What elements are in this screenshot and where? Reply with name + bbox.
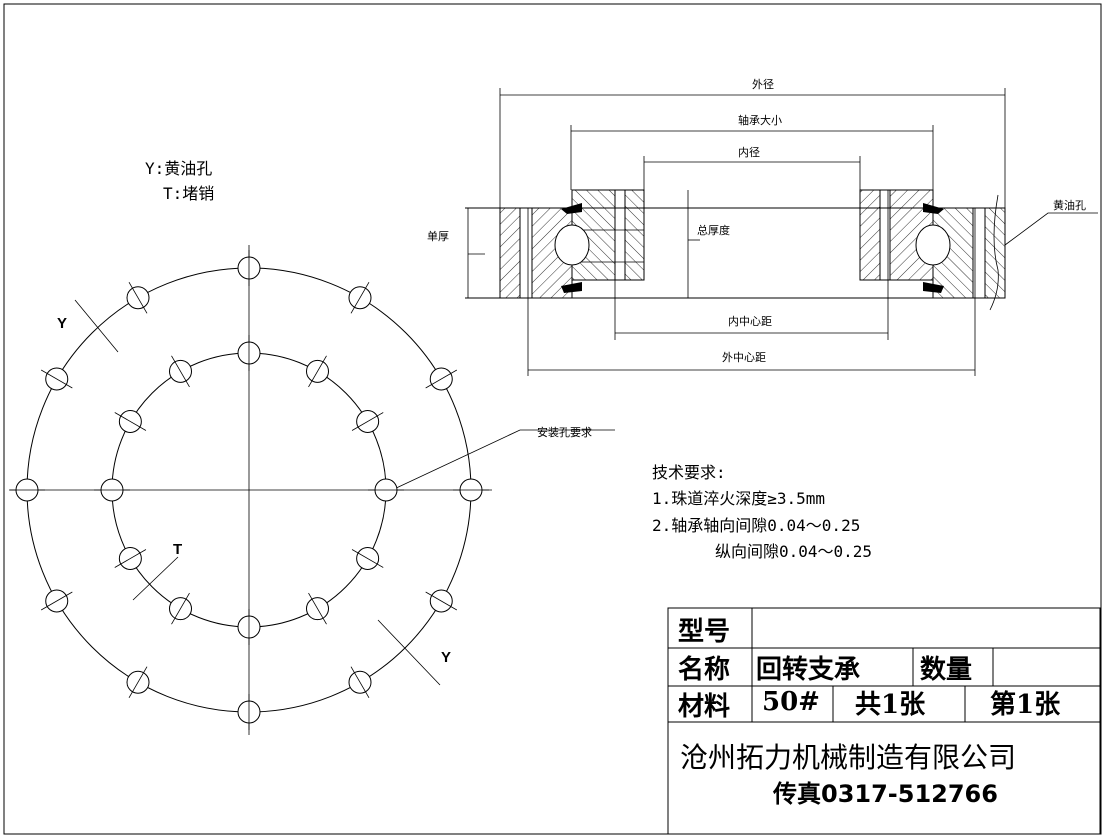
name-label: 名称 — [678, 654, 730, 685]
dim-inner-center-distance: 内中心距 — [728, 314, 772, 328]
sheet-number: 第1张 — [990, 689, 1061, 720]
tech-req-line1: 1.珠道淬火深度≥3.5mm — [652, 489, 825, 508]
section-view — [465, 88, 1098, 376]
inner-bolt-hole-centerline — [308, 592, 327, 625]
company-name: 沧州拓力机械制造有限公司 — [680, 741, 1016, 774]
plan-view — [9, 245, 615, 735]
title-block — [667, 607, 1101, 835]
fax-number: 传真0317-512766 — [772, 780, 998, 808]
inner-bolt-hole-centerline — [114, 412, 147, 431]
y-marker-line-top — [74, 299, 119, 353]
dimension-lines — [467, 88, 1098, 376]
outer-bolt-hole-centerline — [128, 666, 148, 699]
tech-req-line3: 纵向间隙0.04～0.25 — [715, 542, 872, 561]
inner-bolt-hole-centerline — [114, 549, 147, 568]
tech-req-title: 技术要求: — [652, 463, 726, 482]
outer-bolt-hole-centerline — [350, 666, 370, 699]
t-marker-line — [132, 556, 179, 601]
dim-inner-diameter: 内径 — [738, 145, 760, 159]
inner-bolt-hole-centerline — [351, 549, 384, 568]
quantity-label: 数量 — [920, 655, 972, 685]
marker-y-top: Y — [57, 315, 67, 332]
seal — [561, 282, 582, 293]
dim-outer-diameter: 外径 — [752, 78, 774, 91]
inner-bolt-hole-centerline — [308, 355, 327, 388]
outer-bolt-hole-centerline — [40, 591, 73, 611]
y-marker-line-bottom — [377, 619, 441, 686]
marker-t: T — [173, 541, 182, 558]
bolt-hole-section — [614, 189, 626, 281]
total-sheets: 共1张 — [855, 690, 926, 720]
bolt-hole-section — [879, 189, 891, 281]
inner-bolt-hole-centerline — [171, 592, 190, 625]
name-value: 回转支承 — [756, 655, 860, 685]
inner-bolt-hole-centerline — [351, 412, 384, 431]
tech-req-line2: 2.轴承轴向间隙0.04～0.25 — [652, 516, 860, 535]
dim-outer-center-distance: 外中心距 — [722, 351, 766, 364]
seal — [923, 282, 944, 293]
legend-t: T:堵销 — [163, 184, 214, 203]
break-line — [989, 194, 999, 311]
mount-hole-leader — [391, 429, 615, 491]
model-label: 型号 — [678, 617, 730, 647]
material-value: 50# — [762, 687, 820, 717]
outer-bolt-hole-centerline — [350, 281, 370, 314]
dim-single-thickness: 单厚 — [427, 230, 449, 243]
legend-y: Y:黄油孔 — [145, 159, 212, 178]
bolt-hole-section — [519, 207, 533, 299]
outer-bolt-hole-centerline — [425, 369, 458, 389]
grease-hole-label: 黄油孔 — [1053, 198, 1086, 212]
mount-hole-note: 安装孔要求 — [537, 425, 592, 439]
ball-right — [915, 224, 951, 266]
inner-bolt-hole-centerline — [171, 355, 190, 388]
dim-bearing-size: 轴承大小 — [738, 113, 782, 127]
dim-total-thickness: 总厚度 — [697, 223, 730, 237]
outer-bolt-hole-centerline — [40, 369, 73, 389]
outer-bolt-hole-centerline — [425, 591, 458, 611]
ball-left — [554, 224, 590, 266]
sheet-border — [3, 3, 1102, 835]
material-label: 材料 — [678, 692, 730, 722]
marker-y-bottom: Y — [441, 649, 451, 666]
outer-bolt-hole-centerline — [128, 281, 148, 314]
